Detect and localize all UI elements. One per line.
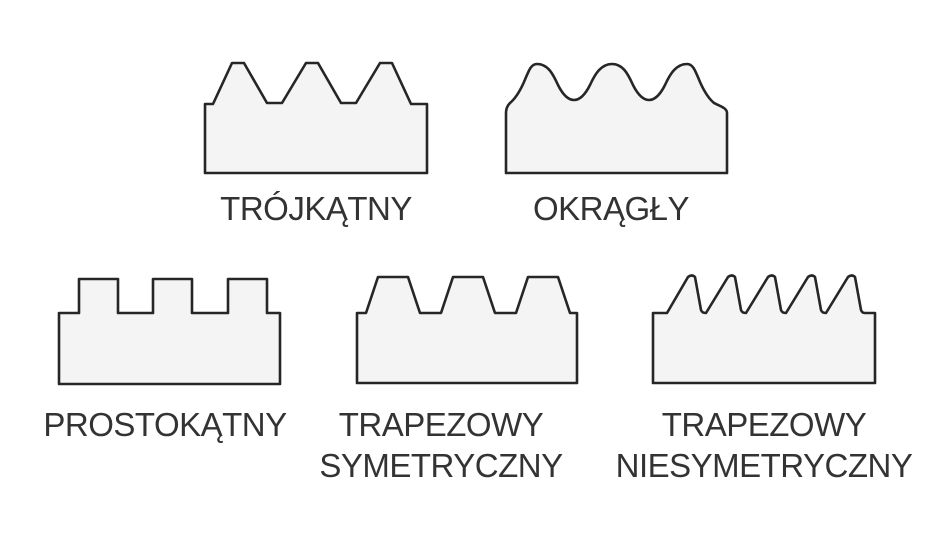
asymmetric-sawtooth-profile-outline xyxy=(651,274,877,385)
profile-label-prostokatny: PROSTOKĄTNY xyxy=(43,404,287,445)
label-line: TRÓJKĄTNY xyxy=(220,190,412,227)
rectangular-thread-profile-shape xyxy=(57,277,282,386)
label-line: SYMETRYCZNY xyxy=(319,447,563,484)
rectangular-profile-outline xyxy=(57,277,282,386)
label-line: OKRĄGŁY xyxy=(532,190,690,227)
profile-label-okragly: OKRĄGŁY xyxy=(532,188,690,229)
round-profile-outline xyxy=(504,62,729,175)
label-line: PROSTOKĄTNY xyxy=(43,406,287,443)
profile-label-trojkatny: TRÓJKĄTNY xyxy=(220,188,412,229)
round-thread-profile-shape xyxy=(504,62,729,175)
label-line: TRAPEZOWY xyxy=(661,406,867,443)
asymmetric-sawtooth-thread-profile-shape xyxy=(651,274,877,385)
label-line: NIESYMETRYCZNY xyxy=(615,447,913,484)
label-line: TRAPEZOWY xyxy=(338,406,544,443)
triangular-profile-outline xyxy=(203,61,429,175)
symmetric-trapezoid-thread-profile-shape xyxy=(355,275,579,385)
symmetric-trapezoid-profile-outline xyxy=(355,275,579,385)
profile-label-trapezowy-niesymetryczny: TRAPEZOWY NIESYMETRYCZNY xyxy=(616,404,913,486)
triangular-thread-profile-shape xyxy=(203,61,429,175)
profile-label-trapezowy-symetryczny: TRAPEZOWY SYMETRYCZNY xyxy=(319,404,563,486)
